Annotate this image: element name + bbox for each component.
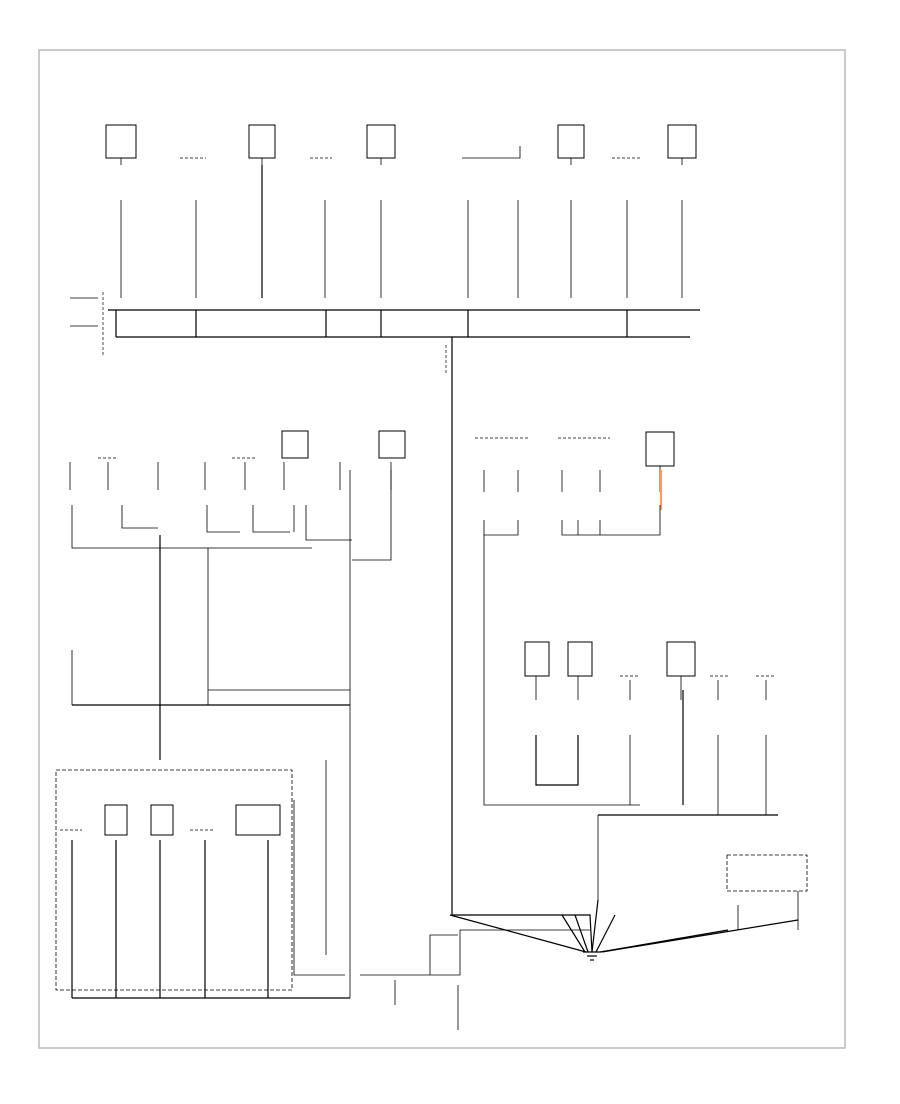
middle-right-section <box>475 431 675 806</box>
bottom-left-section <box>55 740 351 999</box>
component-box <box>524 641 550 677</box>
top-branch-wires <box>120 165 683 298</box>
component-box <box>150 804 174 836</box>
component-box <box>378 430 406 459</box>
component-box <box>567 641 593 677</box>
component-box <box>557 124 585 165</box>
component-box <box>281 430 309 459</box>
component-box <box>235 804 281 836</box>
ground-collector <box>360 929 590 976</box>
component-box <box>105 124 137 165</box>
component-box <box>667 124 697 165</box>
top-section <box>70 124 700 355</box>
right-bus <box>483 505 661 806</box>
ground-fan <box>449 899 799 953</box>
bottom-left-wires <box>71 740 351 999</box>
bottom-left-dashed-box <box>55 769 293 991</box>
component-connector <box>462 146 521 159</box>
lower-right-wires <box>535 676 778 900</box>
middle-left-section <box>69 430 406 760</box>
ground-section <box>360 899 799 1030</box>
component-box <box>248 124 276 165</box>
middle-bus <box>71 470 392 760</box>
component-box <box>104 804 128 836</box>
component-box <box>645 431 675 467</box>
component-box <box>366 124 396 165</box>
diagram-frame <box>38 49 846 1049</box>
ground-symbol <box>583 951 601 961</box>
component-box <box>666 641 696 677</box>
combination-switch <box>726 854 808 930</box>
top-bus <box>70 292 700 355</box>
main-ground-trunk <box>451 337 593 953</box>
lower-right-section <box>524 641 778 900</box>
